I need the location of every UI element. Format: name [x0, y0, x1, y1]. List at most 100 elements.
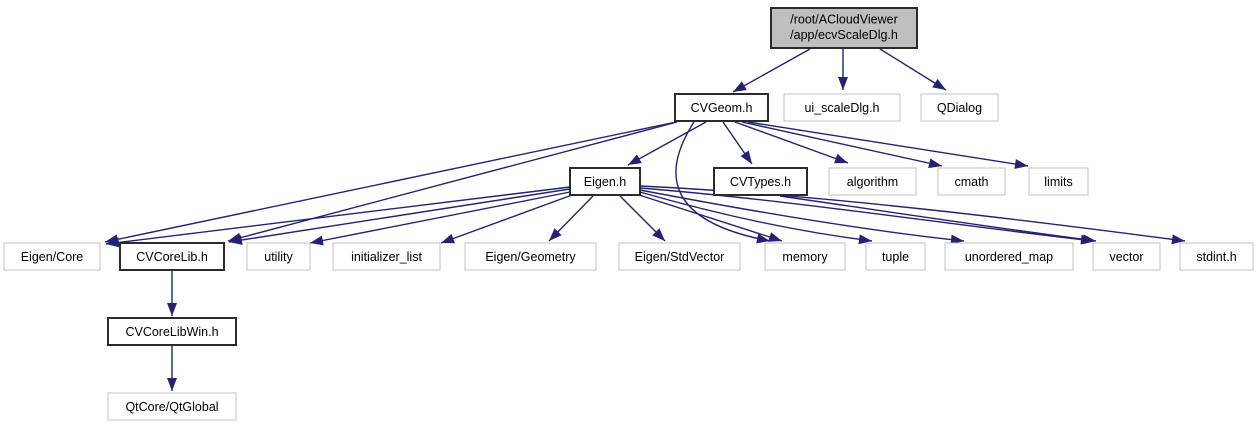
node-box[interactable] [1092, 242, 1161, 271]
edge-line [104, 121, 677, 243]
node-box[interactable] [920, 93, 999, 122]
node-box[interactable] [865, 242, 926, 271]
arrow-head [167, 378, 177, 391]
edge-line [227, 121, 678, 242]
arrow-head [834, 153, 848, 164]
edge-cvcorelib-to-cvcorelibwin [167, 271, 177, 316]
node-qdialog[interactable]: QDialog [920, 93, 999, 122]
edge-root-to-qdialog [879, 48, 947, 91]
node-label: Eigen/StdVector [635, 250, 725, 264]
node-eigen_geometry[interactable]: Eigen/Geometry [464, 242, 597, 271]
edge-cvgeom-to-algorithm [734, 121, 849, 164]
arrow-head [652, 228, 665, 241]
arrow-head [756, 233, 770, 244]
node-label: QDialog [937, 101, 982, 115]
node-box[interactable] [107, 317, 237, 346]
edge-eigen_h-to-unordered_map [639, 189, 965, 245]
node-label: cmath [954, 175, 988, 189]
arrow-head [838, 77, 848, 90]
node-root[interactable]: /root/ACloudViewer/app/ecvScaleDlg.h [770, 7, 918, 49]
node-box[interactable] [464, 242, 597, 271]
arrow-head [768, 232, 782, 242]
edge-cvgeom-to-cmath [741, 121, 943, 169]
node-vector[interactable]: vector [1092, 242, 1161, 271]
edge-cvgeom-to-limits [747, 121, 1029, 169]
arrow-head [1082, 234, 1096, 245]
node-box[interactable] [569, 167, 641, 196]
node-box[interactable] [119, 242, 225, 271]
node-box[interactable] [828, 167, 917, 196]
node-box[interactable] [937, 167, 1006, 196]
arrow-head [229, 235, 243, 245]
node-label: CVTypes.h [730, 175, 791, 189]
node-label: unordered_map [965, 250, 1053, 264]
node-box[interactable] [764, 242, 846, 271]
node-box[interactable] [246, 242, 311, 271]
edge-eigen_h-to-memory [635, 193, 783, 242]
node-cvcorelib[interactable]: CVCoreLib.h [119, 242, 225, 271]
node-box[interactable] [770, 7, 918, 49]
node-box[interactable] [1028, 167, 1089, 196]
node-cmath[interactable]: cmath [937, 167, 1006, 196]
edge-eigen_h-to-vector [639, 187, 1095, 245]
node-box[interactable] [783, 93, 901, 122]
node-eigen_h[interactable]: Eigen.h [569, 167, 641, 196]
edge-line [639, 191, 873, 242]
arrow-head [167, 303, 177, 316]
node-qtglobal[interactable]: QtCore/QtGlobal [107, 392, 237, 421]
node-box[interactable] [107, 392, 237, 421]
arrow-head [928, 158, 942, 169]
node-cvtypes[interactable]: CVTypes.h [713, 167, 808, 196]
edge-line [627, 121, 707, 166]
edge-line [635, 193, 783, 242]
node-box[interactable] [674, 93, 769, 122]
node-box[interactable] [1179, 242, 1254, 271]
node-label: algorithm [847, 175, 898, 189]
node-label: initializer_list [351, 250, 422, 264]
node-utility[interactable]: utility [246, 242, 311, 271]
edge-eigen_h-to-eigen_stdvector [619, 195, 666, 242]
node-box[interactable] [618, 242, 741, 271]
node-label: stdint.h [1196, 250, 1236, 264]
edge-cvgeom-to-cvtypes [722, 121, 753, 165]
edge-line [734, 121, 849, 164]
node-eigen_stdvector[interactable]: Eigen/StdVector [618, 242, 741, 271]
node-tuple[interactable]: tuple [865, 242, 926, 271]
node-box[interactable] [944, 242, 1074, 271]
node-cvgeom[interactable]: CVGeom.h [674, 93, 769, 122]
edge-eigen_h-to-cvcorelib [228, 188, 571, 245]
edge-line [228, 188, 571, 243]
edge-root-to-ui_scaledlg [838, 49, 848, 90]
arrow-head [740, 150, 752, 164]
edge-line [309, 191, 571, 244]
edge-line [747, 121, 1029, 167]
edge-line [779, 195, 1097, 242]
node-initializer_list[interactable]: initializer_list [332, 242, 441, 271]
arrow-head [858, 234, 872, 245]
arrow-head [549, 228, 562, 241]
node-algorithm[interactable]: algorithm [828, 167, 917, 196]
node-ui_scaledlg[interactable]: ui_scaleDlg.h [783, 93, 901, 122]
node-eigen_core[interactable]: Eigen/Core [3, 242, 101, 271]
node-box[interactable] [332, 242, 441, 271]
node-label: CVGeom.h [691, 101, 753, 115]
edge-line [639, 187, 1095, 242]
node-stdint[interactable]: stdint.h [1179, 242, 1254, 271]
node-box[interactable] [3, 242, 101, 271]
node-box[interactable] [713, 167, 808, 196]
edge-eigen_h-to-utility [309, 191, 571, 246]
edge-root-to-cvgeom [732, 48, 811, 93]
node-label: limits [1044, 175, 1072, 189]
node-label: Eigen/Geometry [485, 250, 576, 264]
node-label: Eigen.h [584, 175, 626, 189]
node-limits[interactable]: limits [1028, 167, 1089, 196]
node-cvcorelibwin[interactable]: CVCoreLibWin.h [107, 317, 237, 346]
node-unordered_map[interactable]: unordered_map [944, 242, 1074, 271]
node-label: Eigen/Core [21, 250, 84, 264]
edge-eigen_h-to-initializer_list [440, 194, 573, 244]
node-memory[interactable]: memory [764, 242, 846, 271]
edge-eigen_h-to-tuple [639, 191, 873, 245]
node-label: /root/ACloudViewer/app/ecvScaleDlg.h [790, 13, 898, 43]
